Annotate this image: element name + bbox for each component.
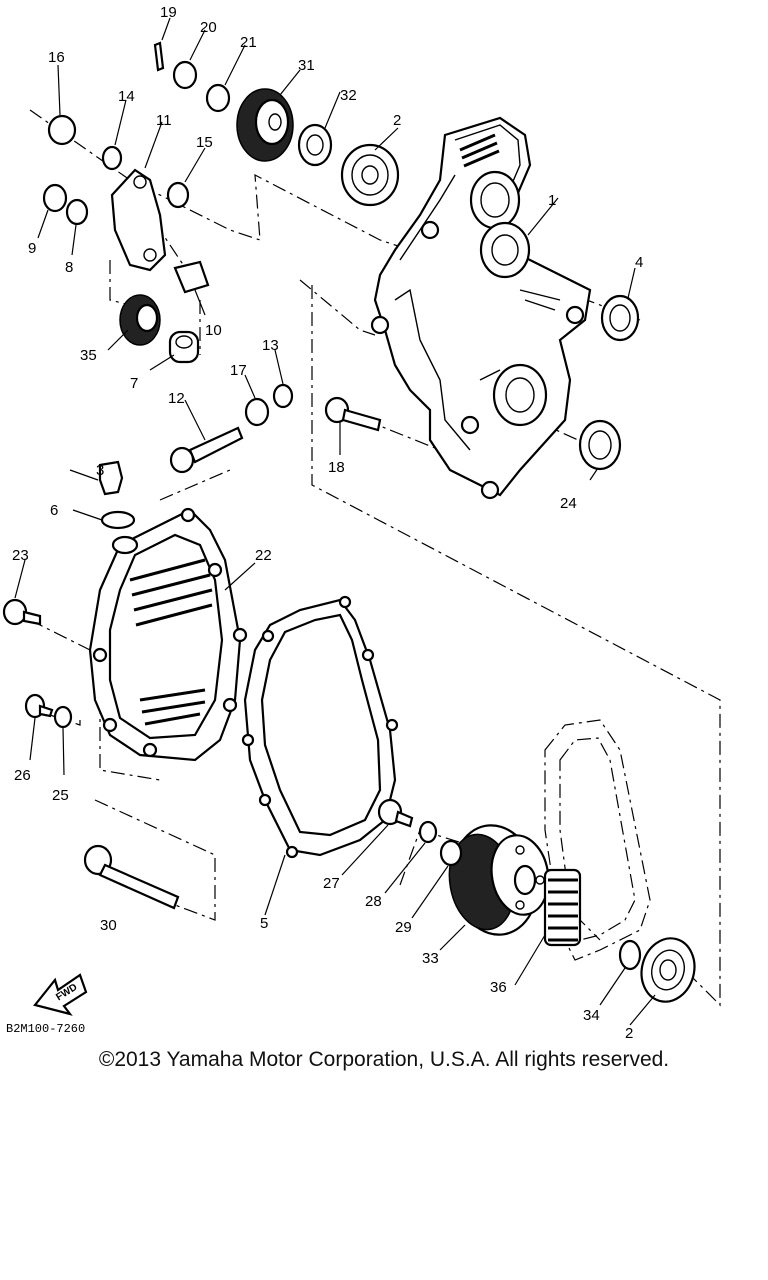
callout-10: 10 [205,322,222,339]
diagram-code: B2M100-7260 [6,1022,85,1036]
callout-33: 33 [422,950,439,967]
fwd-arrow-icon: FWD [33,973,88,1016]
bolt-part-26 [24,693,54,719]
exploded-parts-diagram: 1 2 3 4 5 6 7 8 9 10 11 12 13 14 15 16 1… [2,4,721,1040]
pin-part-10 [173,260,210,294]
nut-part-20 [172,60,198,90]
copyright-notice: ©2013 Yamaha Motor Corporation, U.S.A. A… [98,1048,670,1071]
callout-31: 31 [298,57,315,74]
callout-20: 20 [200,19,217,36]
oring-part-6 [100,510,136,530]
callout-9: 9 [28,240,36,257]
callout-labels: 1 2 3 4 5 6 7 8 9 10 11 12 13 14 15 16 1… [12,4,643,1040]
callout-27: 27 [323,875,340,892]
cover-part-22 [88,507,248,762]
callout-2-bottom: 2 [625,1025,633,1040]
washer-part-28 [418,820,438,844]
bolt-part-12 [169,426,244,474]
callout-1: 1 [548,192,556,209]
callout-25: 25 [52,787,69,804]
washer-part-29 [439,839,463,867]
callout-19: 19 [160,4,177,21]
arm-part-11 [110,168,167,272]
callout-29: 29 [395,919,412,936]
callout-8: 8 [65,259,73,276]
callout-11: 11 [156,112,172,129]
callout-6: 6 [50,502,58,519]
washer-part-14 [101,145,123,171]
sprocket-part-33 [448,824,550,936]
callout-17: 17 [230,362,247,379]
callout-5: 5 [260,915,268,932]
callout-7: 7 [130,375,138,392]
collar-part-32 [297,123,333,167]
bolt-part-30 [83,844,180,910]
seal-part-4 [600,294,640,342]
washer-part-34 [618,939,642,971]
washer-part-25 [53,705,73,729]
callout-28: 28 [365,893,382,910]
callout-36: 36 [490,979,507,996]
callout-30: 30 [100,917,117,934]
callout-4: 4 [635,254,643,271]
bolt-part-18 [324,396,382,432]
callout-12: 12 [168,390,185,407]
seal-part-24-inner [588,430,612,460]
nut-part-17 [244,397,270,427]
pin-part-19 [153,41,165,72]
sprocket-part-35 [119,294,161,346]
washer-part-8 [65,198,89,226]
callout-16: 16 [48,49,65,66]
bolt-part-16 [47,114,77,146]
callout-35: 35 [80,347,97,364]
callout-15: 15 [196,134,213,151]
callout-14: 14 [118,88,135,105]
washer-part-21 [205,83,231,113]
callout-26: 26 [14,767,31,784]
plug-part-3 [98,460,124,496]
gasket-part-5 [241,595,399,859]
sprocket-part-31 [236,88,294,162]
bolt-part-23 [2,598,42,626]
washer-part-13 [272,383,294,409]
bearing-part-2-bottom [640,937,696,1003]
callout-22: 22 [255,547,272,564]
callout-13: 13 [262,337,279,354]
roller-part-7 [168,330,200,364]
seal-part-24 [578,419,622,471]
callout-18: 18 [328,459,345,476]
leader-lines [14,17,656,1026]
collar-part-15 [166,181,190,209]
bearing-part-2-top [340,143,400,207]
chain-part-36 [543,868,582,947]
seal-part-4-inner [609,304,631,332]
callout-3: 3 [96,462,104,479]
callout-32: 32 [340,87,357,104]
housing-part-1 [370,116,592,500]
callout-23: 23 [12,547,29,564]
callout-21: 21 [240,34,257,51]
bolt-part-27 [377,798,414,828]
callout-34: 34 [583,1007,600,1024]
callout-2: 2 [393,112,401,129]
washer-part-9 [42,183,68,213]
callout-24: 24 [560,495,577,512]
